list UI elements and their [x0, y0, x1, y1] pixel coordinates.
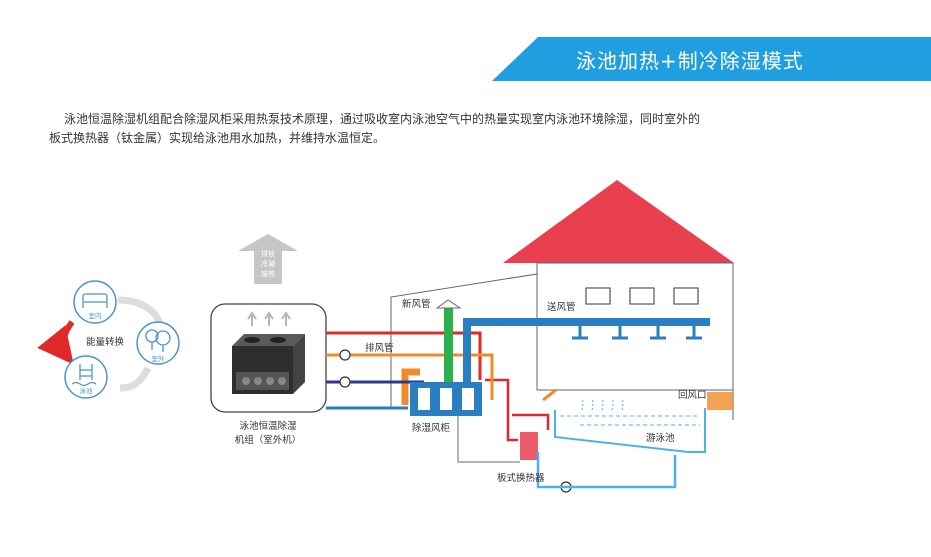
exhaust-heat-arrow: 排放 冷凝 废热 — [238, 234, 298, 284]
cycle-arrow-red — [37, 320, 75, 365]
dehumid-cabinet-label: 除湿风柜 — [412, 422, 451, 434]
pump-icon — [339, 349, 351, 361]
bed-icon — [82, 293, 108, 308]
pool-water-pipe — [536, 452, 677, 489]
description: 泳池恒温除湿机组配合除湿风柜采用热泵技术原理，通过吸收室内泳池空气中的热量实现室… — [49, 110, 819, 148]
pool-ladder-icon — [71, 364, 97, 387]
supply-air-duct — [463, 318, 710, 392]
exhaust-text-1: 排放 — [261, 249, 275, 258]
return-air-label: 回风口 — [678, 390, 707, 401]
pump-icon — [339, 376, 351, 388]
fresh-air-duct — [444, 308, 453, 406]
tree-icon — [145, 329, 171, 352]
page-title: 泳池加热+制冷除湿模式 — [576, 49, 804, 73]
swimming-pool — [536, 397, 706, 489]
pipes — [326, 299, 733, 463]
window — [629, 287, 655, 305]
plate-heat-exchanger — [520, 432, 538, 460]
annex-outline — [390, 273, 538, 408]
energy-cycle: 室内 室外 泳池 能量转换 — [37, 280, 180, 399]
air-diffusers — [572, 326, 702, 340]
outdoor-label: 室外 — [152, 354, 166, 363]
window — [585, 287, 611, 305]
up-arrow-icons — [247, 311, 291, 326]
hot-refrigerant-line — [326, 331, 482, 380]
plate-hx-label: 板式换热器 — [497, 472, 545, 484]
fresh-air-duct-label: 新风管 — [402, 298, 431, 310]
exhaust-duct-label: 排风管 — [365, 342, 394, 354]
window — [673, 287, 699, 305]
description-line-2: 板式换热器（钛金属）实现给泳池用水加热，并维持水温恒定。 — [49, 131, 386, 145]
indoor-label: 室内 — [89, 311, 102, 320]
cycle-arrow-top — [117, 296, 164, 326]
steam-icon — [581, 397, 624, 411]
pool-circle — [64, 355, 108, 399]
return-air-vent — [707, 392, 733, 410]
supply-air-duct-label: 送风管 — [547, 301, 576, 313]
description-line-1: 泳池恒温除湿机组配合除湿风柜采用热泵技术原理，通过吸收室内泳池空气中的热量实现室… — [64, 112, 701, 126]
exhaust-text-3: 废热 — [261, 269, 275, 278]
outdoor-unit — [210, 303, 327, 413]
exhaust-duct — [401, 368, 420, 405]
building-wall — [536, 262, 734, 391]
outdoor-unit-label-1: 泳池恒温除湿 — [239, 420, 297, 432]
heat-pump-unit-icon — [232, 334, 305, 394]
pool-label: 泳池 — [80, 386, 94, 395]
cycle-arrow-bottom — [119, 366, 152, 392]
exhaust-text-2: 冷凝 — [261, 259, 275, 268]
roof — [503, 180, 734, 263]
title-banner: 泳池加热+制冷除湿模式 — [492, 37, 931, 81]
outdoor-unit-label-2: 机组（室外机） — [235, 434, 302, 446]
building — [390, 180, 734, 420]
energy-cycle-label: 能量转换 — [86, 336, 125, 348]
dehumidifier-cabinet — [410, 382, 482, 416]
pool-label-text: 游泳池 — [646, 432, 675, 444]
